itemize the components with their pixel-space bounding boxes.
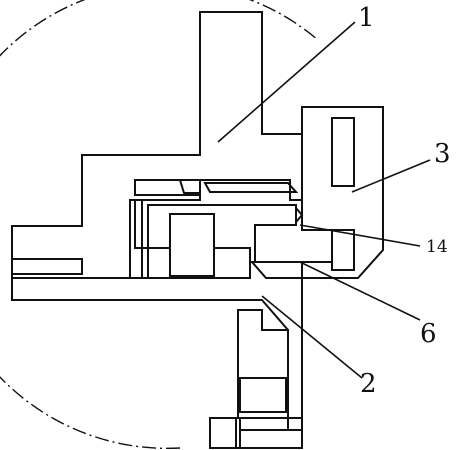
label-2: 2 (360, 369, 377, 399)
label-14: 14 (426, 237, 448, 257)
part-1-housing (11, 11, 303, 279)
leader-1 (217, 21, 356, 143)
leader-6 (299, 261, 421, 321)
seal-wedge (178, 179, 201, 194)
label-1: 1 (358, 3, 375, 33)
leader-2 (261, 295, 363, 379)
vertical-liner (129, 199, 143, 279)
part-1-groove (203, 182, 299, 193)
lower-block-window (239, 377, 287, 413)
part-14-spring (295, 207, 304, 223)
part-3-slot-lower (331, 229, 355, 271)
label-3: 3 (434, 139, 451, 169)
part-3-slot-upper (331, 117, 355, 187)
inner-ring-window (169, 213, 215, 277)
part-6-seal (249, 261, 303, 279)
left-tube-slot (11, 258, 83, 275)
leader-3 (351, 159, 431, 193)
leader-14 (299, 224, 421, 247)
label-6: 6 (420, 319, 437, 349)
upper-seal-plate (134, 179, 201, 196)
bottom-base (235, 417, 303, 449)
